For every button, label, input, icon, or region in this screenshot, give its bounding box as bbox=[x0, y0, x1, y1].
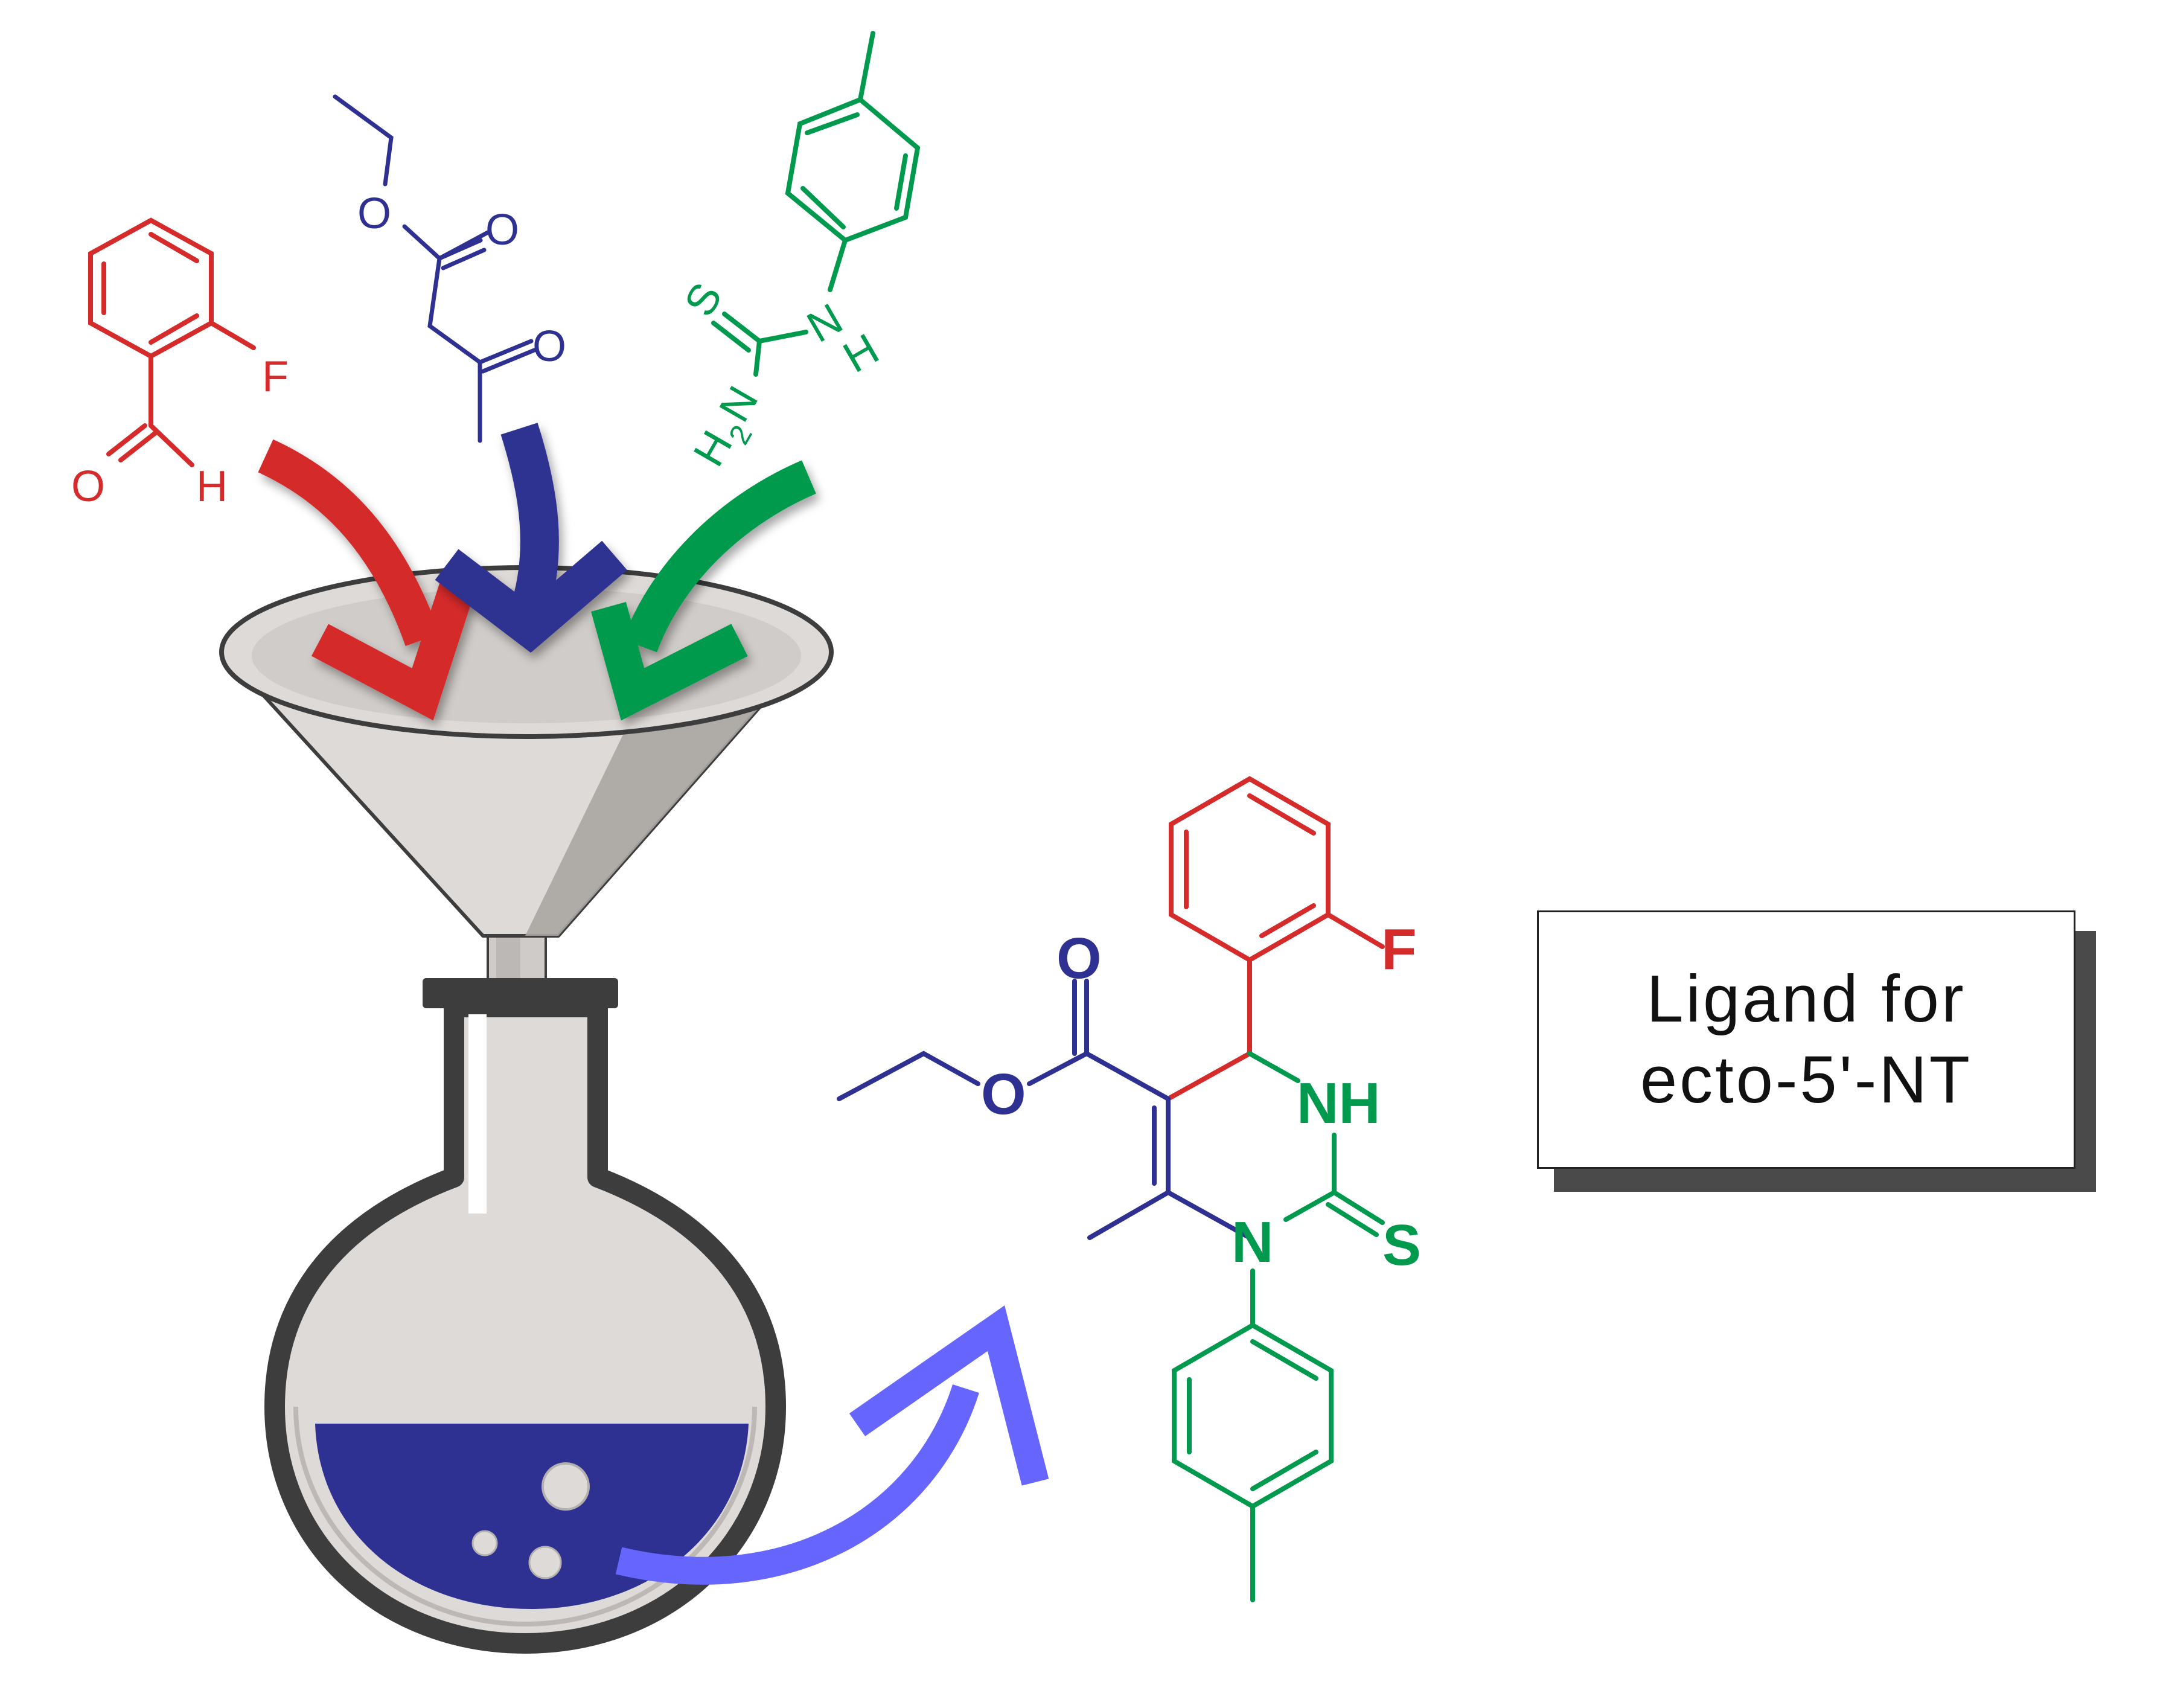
aldehyde-hydrogen: H bbox=[196, 462, 228, 511]
ester-oxygen: O bbox=[357, 190, 391, 238]
bubble bbox=[542, 1462, 590, 1511]
ketone-oxygen: O bbox=[532, 322, 566, 371]
thiourea-sulfur: S bbox=[676, 275, 732, 325]
thiourea-nh2-label: H 2 N bbox=[685, 379, 768, 475]
ketoester-molecule bbox=[333, 94, 537, 443]
label-line-2: ecto-5'-NT bbox=[1640, 1043, 1972, 1117]
product-fluorine: F bbox=[1381, 917, 1417, 982]
product-carbonyl-oxygen: O bbox=[1056, 926, 1102, 991]
aldehyde-molecule bbox=[88, 217, 256, 467]
aldehyde-fluorine: F bbox=[262, 353, 289, 401]
navy-arrow-icon bbox=[435, 423, 627, 653]
product-ester-oxygen: O bbox=[981, 1062, 1026, 1127]
thiourea-molecule bbox=[711, 31, 921, 377]
thiourea-nh2-n: N bbox=[710, 379, 767, 430]
ligand-label-box: Ligand for ecto-5'-NT bbox=[1537, 910, 2075, 1169]
green-arrow-icon bbox=[591, 460, 816, 721]
label-line-1: Ligand for bbox=[1646, 961, 1966, 1036]
round-bottom-flask-icon bbox=[264, 978, 786, 1654]
product-arrow-icon bbox=[615, 1305, 1049, 1585]
product-nh: NH bbox=[1297, 1071, 1381, 1136]
bubble bbox=[471, 1530, 498, 1556]
aldehyde-oxygen: O bbox=[71, 462, 105, 511]
product-sulfur: S bbox=[1382, 1213, 1421, 1278]
product-n: N bbox=[1232, 1210, 1273, 1275]
red-arrow-icon bbox=[258, 439, 476, 721]
bubble bbox=[528, 1546, 562, 1579]
product-molecule bbox=[837, 776, 1385, 1602]
ester-carbonyl-oxygen: O bbox=[485, 206, 519, 254]
